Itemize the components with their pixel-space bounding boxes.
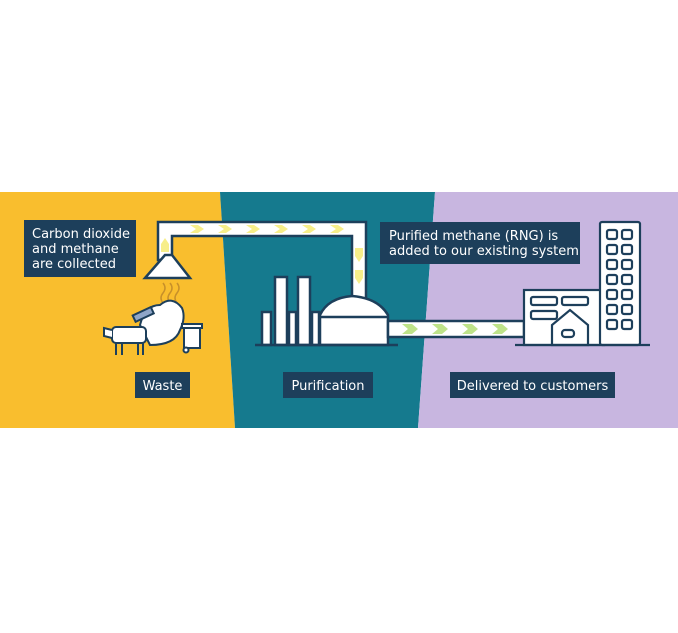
svg-text:Waste: Waste [143, 379, 183, 394]
callout-line: and methane [32, 242, 119, 257]
callout-line: are collected [32, 257, 116, 272]
stage-label-waste: Waste [135, 372, 190, 398]
stage-label-purification: Purification [283, 372, 373, 398]
svg-text:Purification: Purification [291, 379, 364, 394]
stage-label-customers: Delivered to customers [450, 372, 615, 398]
rng-pipe [386, 319, 526, 339]
cow-icon [103, 326, 147, 355]
callout-line: added to our existing system [389, 244, 579, 259]
collection-hood-icon [142, 253, 193, 280]
callout-line: Carbon dioxide [32, 227, 130, 242]
purification-plant-icon [255, 275, 398, 347]
trash-bin-icon [181, 323, 203, 354]
svg-text:Delivered to customers: Delivered to customers [457, 379, 609, 394]
callout-line: Purified methane (RNG) is [389, 229, 558, 244]
waste-pile-icon [131, 299, 185, 347]
city-buildings-icon [515, 220, 650, 347]
